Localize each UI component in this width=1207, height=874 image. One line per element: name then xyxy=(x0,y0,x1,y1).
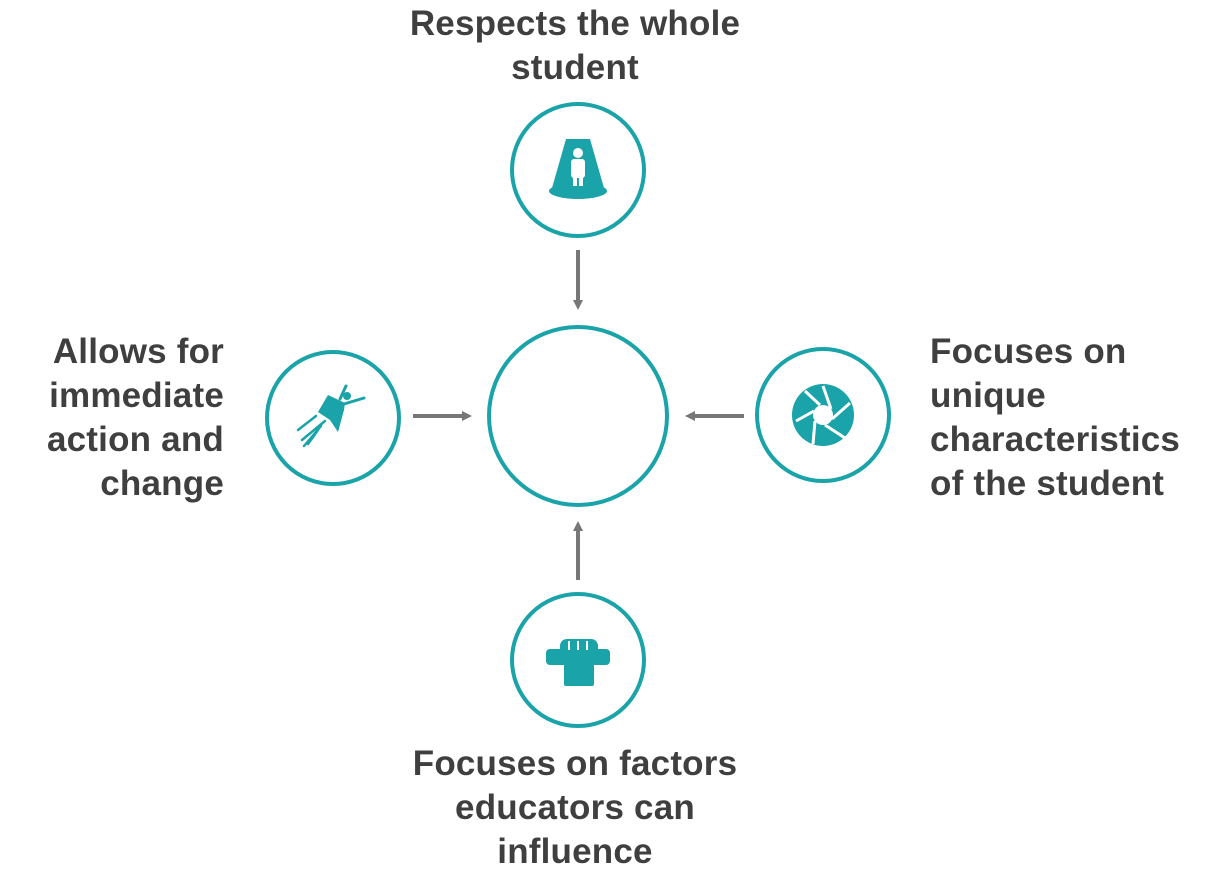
flying-hero-icon xyxy=(296,384,366,448)
top-node-label: Respects the whole student xyxy=(330,2,820,90)
left-node-label-line: Allows for xyxy=(52,332,224,371)
center-circle xyxy=(487,325,669,507)
right-node-label-line: characteristics xyxy=(930,420,1181,459)
left-node-label-line: immediate xyxy=(49,376,224,415)
left-node-label-line: action and xyxy=(46,420,224,459)
top-node-label-line: student xyxy=(511,48,639,87)
right-node-label-line: of the student xyxy=(930,464,1165,503)
bottom-node-label: Focuses on factors educators can influen… xyxy=(330,742,820,874)
bottom-node-label-line: influence xyxy=(497,832,653,871)
top-node-label-line: Respects the whole xyxy=(409,4,741,43)
fist-holding-bar-icon xyxy=(546,639,610,686)
right-node-label: Focuses on unique characteristics of the… xyxy=(930,330,1207,506)
bottom-node-label-line: Focuses on factors xyxy=(412,744,738,783)
person-spotlight-icon xyxy=(549,139,607,199)
right-node-label-line: unique xyxy=(930,376,1046,415)
right-node-label-line: Focuses on xyxy=(930,332,1127,371)
bottom-node-label-line: educators can xyxy=(455,788,695,827)
left-node-label: Allows for immediate action and change xyxy=(0,330,224,506)
camera-aperture-icon xyxy=(792,384,854,446)
left-node-label-line: change xyxy=(100,464,224,503)
